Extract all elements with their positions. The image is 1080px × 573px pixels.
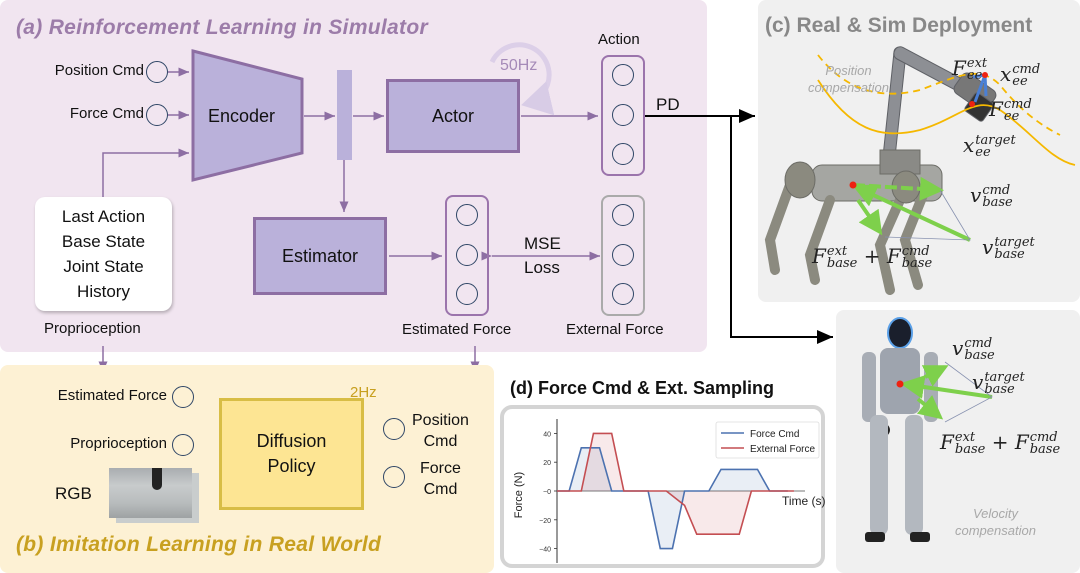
pd-label: PD [656, 95, 680, 114]
series-fill-force-cmd [557, 447, 788, 549]
estimated-force-input-node [172, 386, 194, 408]
estimated-force-node [456, 204, 478, 226]
force-cmd-output-node [383, 466, 405, 488]
legend-label-force-cmd: Force Cmd [750, 429, 799, 440]
estimated-force-label: Estimated Force [402, 321, 512, 338]
caption-line: Position [825, 63, 872, 78]
position-cmd-label: Position Cmd [54, 62, 144, 79]
encoder-label: Encoder [208, 106, 276, 126]
policy-line: Diffusion [256, 431, 327, 451]
force-cmd-label: Force Cmd [69, 105, 144, 122]
external-force-node [612, 283, 634, 305]
action-label: Action [598, 31, 640, 48]
mse-line: Loss [524, 258, 560, 277]
position-cmd-output-node [383, 418, 405, 440]
proprio-line: Base State [61, 232, 146, 251]
x-axis-label: Time (s) [782, 494, 826, 508]
rgb-image [109, 468, 192, 518]
target-trajectory [817, 79, 1076, 166]
estimator-label: Estimator [281, 245, 359, 266]
force-cmd-output-label: Force Cmd [420, 458, 461, 500]
proprioception-caption: Proprioception [44, 320, 141, 337]
external-force-vector [601, 195, 645, 316]
panel-c-title: (c) Real & Sim Deployment [765, 14, 1033, 37]
force-cmd-node [146, 104, 168, 126]
chart-legend: Force Cmd External Force [715, 421, 820, 459]
estimated-force-node [456, 283, 478, 305]
actor-label: Actor [431, 105, 474, 126]
policy-line: Policy [267, 456, 316, 476]
force-chart: Force (N) Time (s) −40 −20 −0 20 40 Force Cm… [513, 419, 826, 563]
external-force-node [612, 244, 634, 266]
estimator-block: Estimator [253, 217, 387, 295]
quadruped-robot [764, 149, 943, 295]
gripper-icon [152, 468, 162, 490]
caption-line: compensation [808, 80, 889, 95]
estimated-force-node [456, 244, 478, 266]
output-line: Cmd [423, 433, 458, 450]
policy-rate-label: 2Hz [350, 384, 377, 401]
estimated-force-vector [445, 195, 489, 316]
action-node [612, 64, 634, 86]
action-node [612, 143, 634, 165]
diffusion-policy-block: Diffusion Policy [219, 398, 364, 510]
panel-b-title: (b) Imitation Learning in Real World [16, 533, 382, 556]
proprio-line: History [77, 282, 130, 301]
output-line: Force [420, 460, 461, 477]
series-line-external-force [557, 432, 794, 535]
latent-vector [337, 70, 352, 160]
velocity-compensation-caption: Velocity compensation [955, 505, 1036, 539]
humanoid-robot [862, 317, 938, 542]
legend-box [715, 421, 820, 459]
rgb-input-label: RGB [55, 484, 92, 503]
legend-label-external-force: External Force [750, 444, 815, 455]
proprioception-box: Last Action Base State Joint State Histo… [35, 197, 172, 311]
mse-line: MSE [524, 234, 561, 253]
action-node [612, 104, 634, 126]
proprioception-input-node [172, 434, 194, 456]
actor-rate-label: 50Hz [500, 57, 538, 74]
encoder-block [191, 49, 304, 182]
position-compensation-caption: Position compensation [808, 62, 889, 96]
actor-block: Actor [386, 79, 520, 153]
y-tick-label: 40 [543, 431, 551, 438]
output-line: Position [412, 412, 469, 429]
caption-line: Velocity [972, 506, 1018, 521]
caption-line: compensation [955, 523, 1036, 538]
external-force-label: External Force [566, 321, 664, 338]
chart-title: (d) Force Cmd & Ext. Sampling [510, 378, 775, 398]
proprio-line: Joint State [63, 257, 144, 276]
estimated-force-input-label: Estimated Force [57, 387, 167, 404]
robot-arm [883, 46, 997, 158]
y-tick-label: −20 [539, 518, 551, 525]
series-line-force-cmd [557, 446, 788, 550]
position-cmd-node [146, 61, 168, 83]
proprioception-input-label: Proprioception [70, 435, 167, 452]
proprio-line: Last Action [61, 207, 146, 226]
action-vector [601, 55, 645, 176]
y-axis-label: Force (N) [513, 472, 525, 518]
y-tick-label: 20 [543, 460, 551, 467]
y-tick-label: −40 [539, 547, 551, 554]
panel-a-title: (a) Reinforcement Learning in Simulator [16, 16, 428, 39]
y-tick-label: −0 [543, 489, 551, 496]
mse-loss-label: MSE Loss [524, 232, 561, 280]
output-line: Cmd [423, 481, 458, 498]
cmd-trajectory [817, 54, 1061, 136]
position-cmd-output-label: Position Cmd [412, 410, 469, 452]
external-force-node [612, 204, 634, 226]
